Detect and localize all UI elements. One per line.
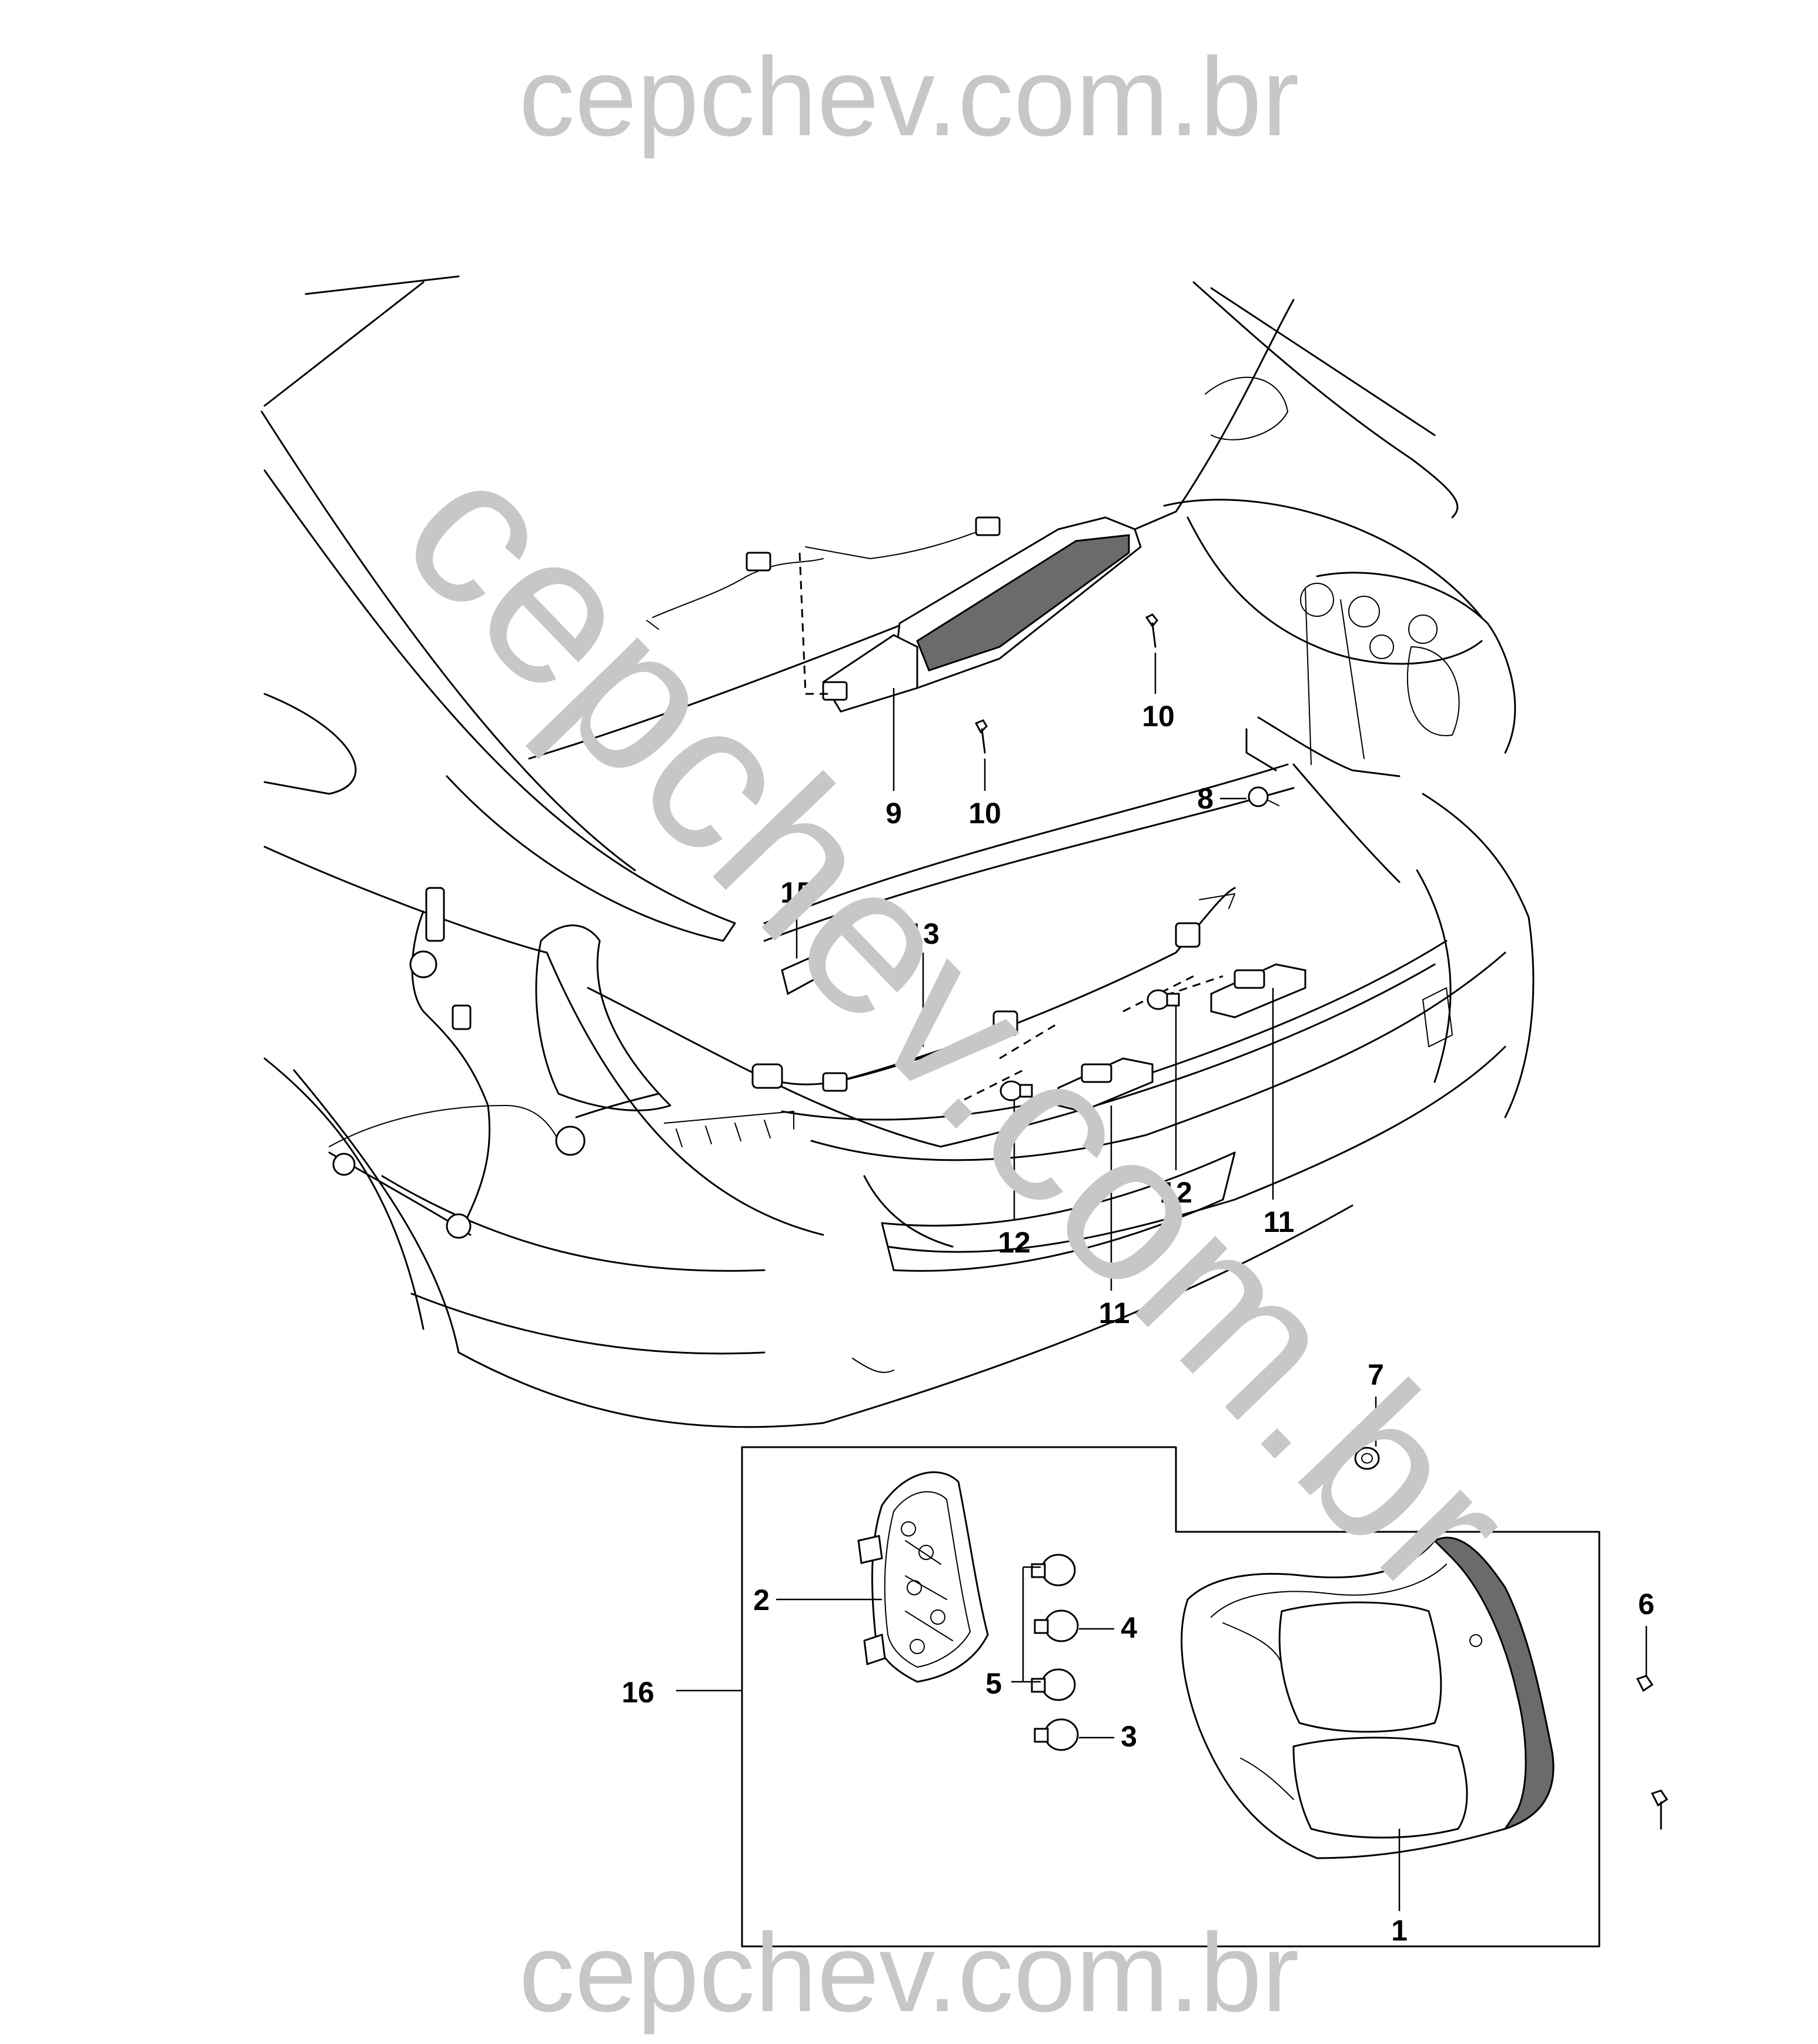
- part-2-socket-carrier: [857, 1471, 989, 1683]
- part-11-license-lamp: [1057, 963, 1306, 1113]
- callout-4: 4: [1121, 1611, 1137, 1644]
- car-rear-body: [260, 275, 1535, 1428]
- callout-8: 8: [1197, 782, 1214, 815]
- leader-lines: [676, 653, 1647, 1911]
- part-16-box: [741, 1446, 1600, 1948]
- part-12-bulb: [1000, 989, 1180, 1101]
- callout-2: 2: [753, 1584, 770, 1617]
- callout-16: 16: [621, 1676, 654, 1709]
- part-13-harness: [751, 887, 1236, 1101]
- part-7-nut: [1354, 1447, 1380, 1470]
- callout-11-left: 11: [1099, 1297, 1130, 1330]
- watermark-top: cepchev.com.br: [519, 35, 1299, 159]
- part-10-screw: [974, 613, 1158, 754]
- callout-13: 13: [907, 917, 940, 950]
- callout-15: 15: [780, 876, 813, 909]
- callout-7: 7: [1368, 1358, 1384, 1391]
- callout-9: 9: [885, 797, 902, 830]
- part-1-tail-lamp: [1181, 1537, 1555, 1859]
- callout-6: 6: [1638, 1588, 1655, 1621]
- callout-11-right: 11: [1264, 1205, 1295, 1238]
- callout-12-left: 12: [998, 1226, 1031, 1259]
- callout-numbers: 1 2 3 4 5 6 7 8 9 10 10 11 11 12 12 13 1…: [621, 700, 1655, 1947]
- callout-5: 5: [985, 1667, 1002, 1700]
- callout-10-upper: 10: [1142, 700, 1175, 733]
- part-8-nut: [1248, 786, 1279, 807]
- watermark-bottom: cepchev.com.br: [519, 1911, 1299, 2035]
- callout-1: 1: [1391, 1914, 1408, 1947]
- callout-12-right: 12: [1159, 1176, 1192, 1209]
- callout-3: 3: [1121, 1720, 1137, 1753]
- part-bulbs-3-4-5: [1031, 1554, 1079, 1751]
- part-15-cap: [781, 957, 822, 996]
- part-6-screw: [1636, 1675, 1669, 1830]
- callout-10-lower: 10: [968, 797, 1001, 830]
